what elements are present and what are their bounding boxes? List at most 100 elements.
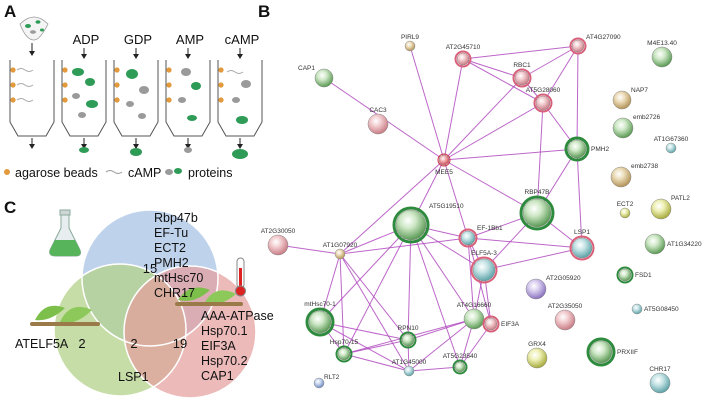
network-node-sphere <box>334 248 346 260</box>
network-edge <box>459 323 492 368</box>
network-node-label: LSP1 <box>574 229 590 236</box>
network-node-label: PATL2 <box>671 195 690 202</box>
network-node-label: AT2G45710 <box>446 44 481 51</box>
network-node-label: MEE5 <box>435 169 453 176</box>
network-node: AT5G28060 <box>526 87 561 113</box>
network-node: ECT2 <box>617 201 634 219</box>
network-node-label: AT4G27090 <box>586 34 621 41</box>
network-node-label: RBP47B <box>525 189 550 196</box>
network-edge <box>536 102 544 214</box>
venn-right-item-1: AAA-ATPase <box>201 309 274 323</box>
network-node-label: RPN10 <box>398 325 419 332</box>
network-node-sphere <box>650 198 672 220</box>
venn-count-left: 2 <box>78 336 85 351</box>
network-edge <box>339 253 345 355</box>
network-node-label: AT2G30050 <box>261 228 296 235</box>
plant-leaves-icon-right <box>175 287 243 306</box>
network-node-label: CHR17 <box>649 366 671 373</box>
venn-top-item-2: EF-Tu <box>154 226 188 240</box>
network-node-sphere <box>618 268 632 282</box>
legend-camp: cAMP <box>128 166 161 180</box>
venn-count-right: 19 <box>173 336 187 351</box>
network-node: RBP47B <box>519 189 555 231</box>
network-edge <box>319 321 409 341</box>
network-node-label: AT5G28060 <box>526 87 561 94</box>
lane-label-camp: cAMP <box>225 32 260 47</box>
network-edge <box>443 58 464 161</box>
network-node-label: Hsp70-15 <box>330 339 359 346</box>
network-node-label: NAP7 <box>631 87 648 94</box>
venn-left-label: ATELF5A <box>15 337 69 351</box>
network-edge <box>343 224 412 355</box>
network-edge <box>408 366 461 372</box>
network-node: PRXIIF <box>586 337 638 367</box>
network-node-sphere <box>571 237 593 259</box>
network-edge <box>443 77 523 161</box>
protein-icon <box>165 168 182 175</box>
network-edge <box>408 318 475 372</box>
network-node: LSP1 <box>569 229 595 261</box>
network-node-label: AT4G16660 <box>457 302 492 309</box>
column-assay-diagram <box>9 16 263 159</box>
network-node: AT1G07920 <box>323 242 358 260</box>
network-node-sphere <box>571 39 585 53</box>
network-node-label: AT2G05920 <box>546 275 581 282</box>
network-edge <box>410 224 461 368</box>
network-node: AT1G67360 <box>654 136 689 154</box>
network-edge <box>443 159 469 239</box>
network-node: RBC1 <box>512 62 532 88</box>
network-node-label: EF-1Bb1 <box>477 225 503 232</box>
network-node-label: mtHsc70-1 <box>304 301 336 308</box>
panel-label-c: C <box>4 198 16 217</box>
network-edge <box>343 353 410 372</box>
network-node-label: EIF3A <box>501 321 520 328</box>
network-node-label: ELF5A-3 <box>471 250 497 257</box>
network-node-sphere <box>612 117 634 139</box>
network-node: AT4G27090 <box>569 34 621 55</box>
network-edge <box>483 247 583 271</box>
network-node-label: PRXIIF <box>617 349 638 356</box>
network-node-sphere <box>463 308 485 330</box>
network-node-sphere <box>456 52 470 66</box>
network-node-label: AT5G19510 <box>429 203 464 210</box>
network-node-label: PIRL9 <box>401 34 419 41</box>
network-edge <box>467 237 583 249</box>
network-edge <box>410 224 475 320</box>
network-edge <box>542 45 579 104</box>
venn-right-item-2: Hsp70.1 <box>201 324 248 338</box>
network-node: AT5G08450 <box>631 303 679 315</box>
network-node-sphere <box>438 154 450 166</box>
network-node-label: AT1G07920 <box>323 242 358 249</box>
network-node-label: RLT2 <box>324 374 340 381</box>
network-node: EF-1Bb1 <box>458 225 503 248</box>
network-edge <box>339 159 445 255</box>
legend-proteins: proteins <box>188 166 232 180</box>
venn-count-top: 15 <box>143 261 157 276</box>
network-node: FSD1 <box>616 266 652 284</box>
network-node-sphere <box>612 90 632 110</box>
network-node-sphere <box>403 365 415 377</box>
network-node-label: ECT2 <box>617 201 634 208</box>
network-node: RLT2 <box>313 374 340 389</box>
network-node-sphere <box>484 317 498 331</box>
lane-label-adp: ADP <box>73 32 100 47</box>
network-edge <box>407 318 475 341</box>
network-nodes: PIRL9CAP1AT2G45710AT4G27090RBC1M4E13.40N… <box>261 34 702 394</box>
network-node: AT2G45710 <box>446 44 481 68</box>
network-edge <box>407 224 412 341</box>
network-edge <box>462 58 523 79</box>
network-edge <box>467 237 475 320</box>
network-node-sphere <box>649 372 671 394</box>
protein-extract-drop <box>19 16 49 41</box>
network-node: AT1G34220 <box>644 233 702 255</box>
venn-right-item-4: Hsp70.2 <box>201 354 248 368</box>
network-edge <box>319 321 410 372</box>
flask-icon <box>49 209 81 257</box>
network-node: M4E13.40 <box>647 40 677 68</box>
network-edge <box>409 45 445 161</box>
network-node: AT2G35050 <box>548 303 583 331</box>
network-node-label: emb2738 <box>631 163 658 170</box>
network-edge <box>343 339 409 355</box>
network-node: mtHsc70-1 <box>304 301 336 337</box>
venn-diagram <box>53 209 257 399</box>
